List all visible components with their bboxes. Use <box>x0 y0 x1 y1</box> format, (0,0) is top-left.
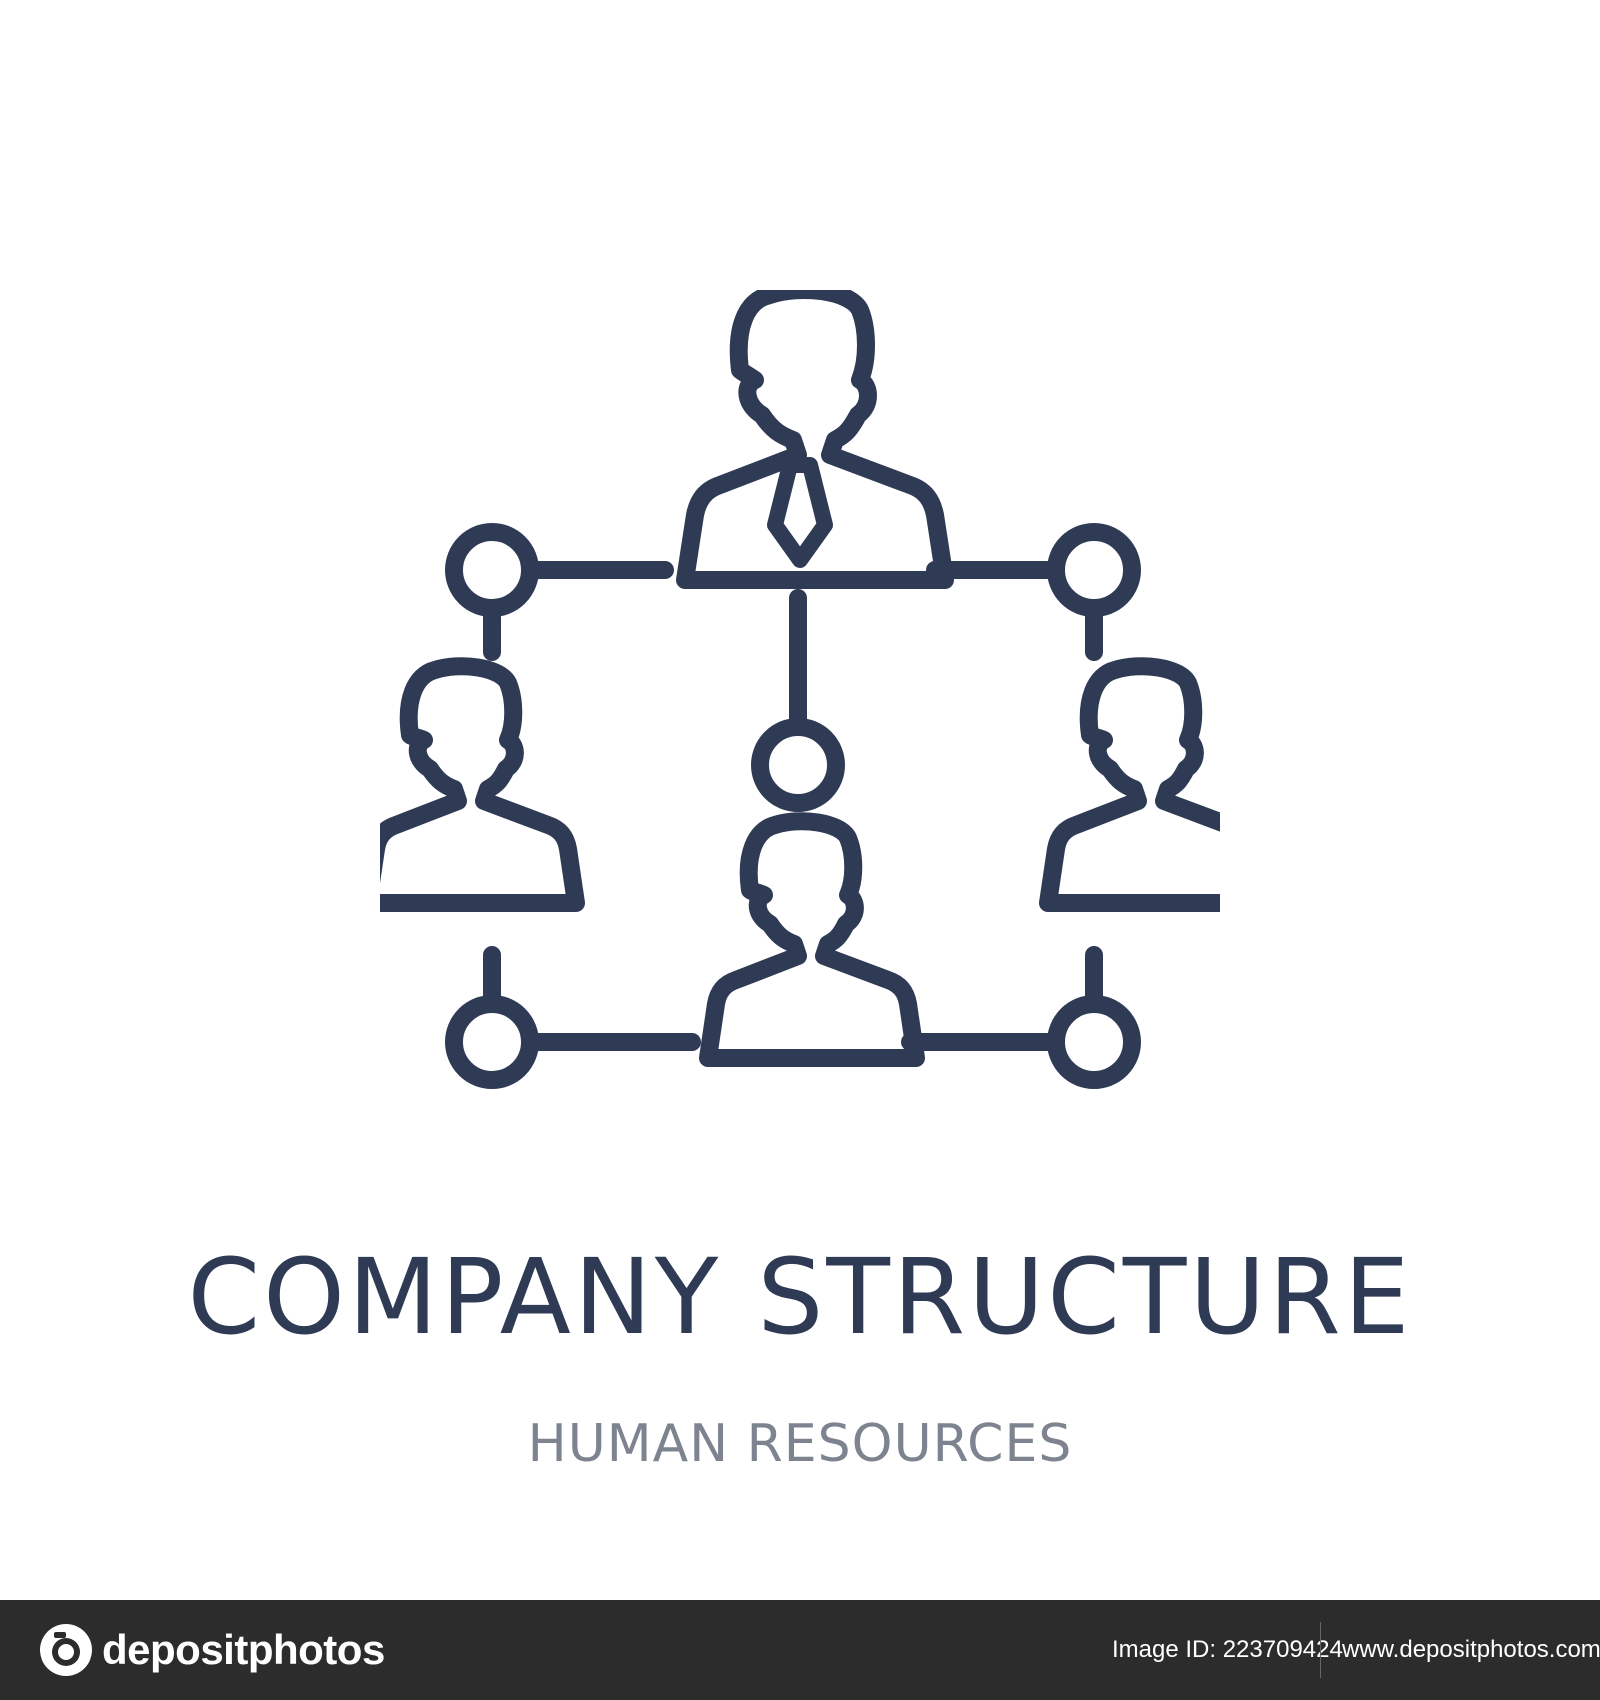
footer-bar: depositphotos Image ID: 223709424 www.de… <box>0 1600 1600 1700</box>
camera-logo-icon <box>40 1624 92 1676</box>
person-icon-left <box>380 657 585 912</box>
person-icon-right <box>1039 657 1220 912</box>
person-icon-bottom <box>699 812 925 1067</box>
page-subtitle: HUMAN RESOURCES <box>527 1414 1073 1474</box>
company-structure-icon <box>380 290 1220 1130</box>
page-title: COMPANY STRUCTURE <box>187 1236 1413 1358</box>
connector-lines <box>483 561 1103 1051</box>
brand-link[interactable]: depositphotos <box>38 1622 385 1678</box>
brand-name: depositphotos <box>102 1626 385 1673</box>
image-id-label: Image ID: 223709424 <box>1112 1636 1343 1663</box>
image-canvas: COMPANY STRUCTURE HUMAN RESOURCES <box>187 290 1413 1474</box>
site-url-link[interactable]: www.depositphotos.com <box>1342 1636 1600 1663</box>
footer-divider <box>1320 1622 1321 1678</box>
manager-person-icon <box>676 290 954 589</box>
